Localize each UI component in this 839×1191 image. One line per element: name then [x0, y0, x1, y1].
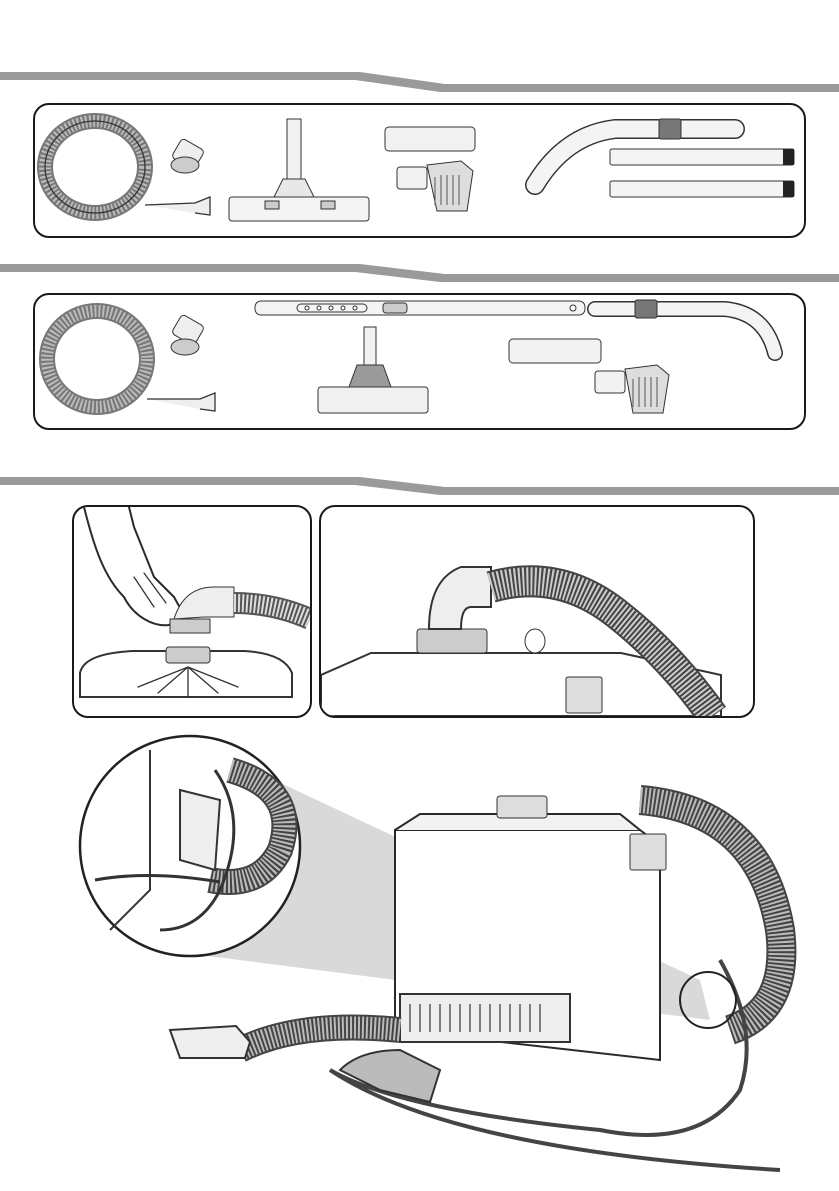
step-attach-hose-panel	[72, 505, 312, 718]
telescopic-tube-illustration	[255, 301, 585, 315]
floor-nozzle-illustration	[229, 119, 369, 221]
hose-illustration	[45, 121, 210, 215]
extension-tube-illustration	[610, 149, 794, 197]
hand-illustration	[84, 507, 184, 625]
upholstery-nozzle-illustration	[509, 339, 601, 363]
section-divider-3	[0, 473, 839, 499]
floor-nozzle-illustration	[318, 327, 428, 413]
upholstery-nozzle-illustration	[385, 127, 475, 151]
accessories-panel-b	[33, 293, 806, 430]
dusting-brush-illustration	[595, 365, 669, 413]
cable-routing-illustration	[0, 730, 839, 1191]
section-divider-1	[0, 68, 839, 94]
elbow-connector-illustration	[170, 587, 234, 633]
dusting-brush-illustration	[397, 161, 473, 211]
step-hose-connected-panel	[319, 505, 755, 718]
bent-wand-illustration	[595, 300, 775, 353]
section-divider-2	[0, 260, 839, 286]
lid-illustration	[80, 647, 292, 697]
magnified-detail	[80, 736, 300, 956]
accessories-panel-a	[33, 103, 806, 238]
hose-illustration	[47, 311, 215, 411]
vacuum-body	[395, 796, 666, 1060]
hose-illustration	[234, 603, 310, 619]
